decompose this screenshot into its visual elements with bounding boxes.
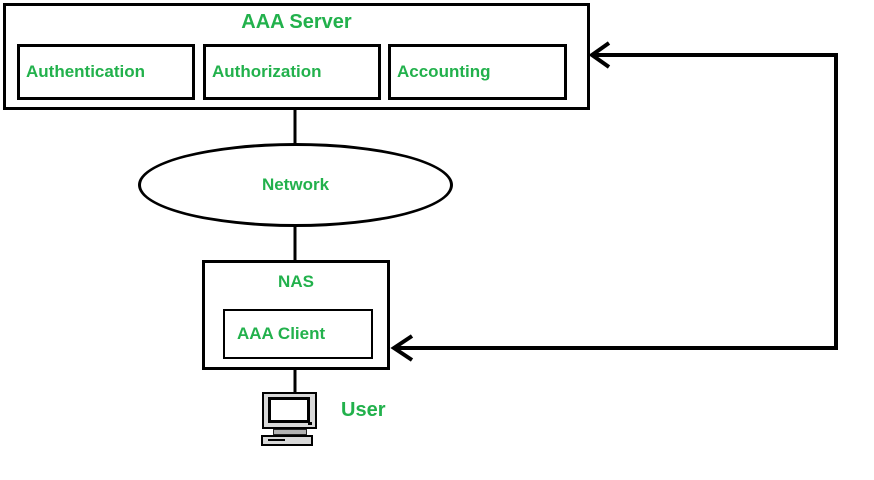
user-label: User — [341, 399, 386, 421]
accounting-box: Accounting — [388, 44, 567, 100]
network-ellipse: Network — [138, 143, 453, 227]
computer-keyboard — [273, 429, 307, 435]
network-label: Network — [261, 175, 330, 194]
computer-power-dot — [308, 422, 312, 425]
aaa-client-label: AAA Client — [237, 324, 326, 343]
aaa-server-box: AAA Server Authentication Authorization … — [3, 3, 590, 110]
accounting-label: Accounting — [397, 62, 491, 81]
arrowhead-to-nas-icon — [390, 334, 414, 362]
aaa-server-label: AAA Server — [241, 11, 352, 33]
authorization-box: Authorization — [203, 44, 381, 100]
authorization-label: Authorization — [212, 62, 322, 81]
authentication-label: Authentication — [26, 62, 145, 81]
authentication-box: Authentication — [17, 44, 195, 100]
arrowhead-to-server-icon — [588, 41, 611, 69]
nas-box: NAS AAA Client — [202, 260, 390, 370]
nas-label: NAS — [278, 272, 314, 291]
computer-screen — [268, 397, 310, 423]
computer-base — [261, 435, 313, 446]
computer-base-slot — [268, 439, 285, 441]
computer-icon — [262, 392, 317, 429]
aaa-client-box: AAA Client — [223, 309, 373, 359]
